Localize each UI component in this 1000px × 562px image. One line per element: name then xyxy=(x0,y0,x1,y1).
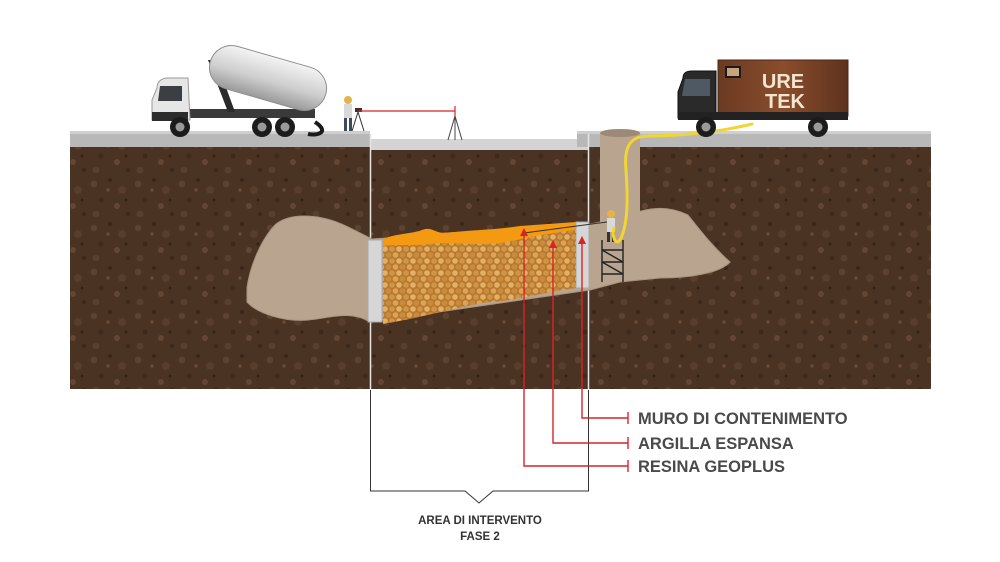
callout-arrowheads xyxy=(520,228,586,248)
label-retaining-wall: MURO DI CONTENIMENTO xyxy=(638,410,848,428)
scaffold xyxy=(601,240,624,282)
uretek-logo-line2: TEK xyxy=(765,91,806,113)
retaining-wall-left xyxy=(367,239,383,323)
area-bracket xyxy=(370,390,589,504)
label-geoplus-resin: RESINA GEOPLUS xyxy=(638,458,785,476)
expanded-clay-fill xyxy=(383,223,576,324)
access-shaft xyxy=(600,129,640,253)
level-staff xyxy=(447,115,463,141)
area-label-line1: AREA DI INTERVENTO xyxy=(418,515,542,527)
label-expanded-clay: ARGILLA ESPANSA xyxy=(638,435,794,453)
geoplus-resin-layer xyxy=(383,222,576,246)
injection-lance xyxy=(523,221,608,234)
area-label-line2: FASE 2 xyxy=(460,531,500,543)
tanker-truck xyxy=(151,45,328,137)
uretek-truck xyxy=(677,59,849,137)
callout-leaders xyxy=(523,232,629,472)
uretek-logo-line1: URE xyxy=(762,71,804,93)
surveyor xyxy=(344,96,365,132)
laser-level-line xyxy=(358,106,456,116)
injection-hose xyxy=(611,122,754,244)
